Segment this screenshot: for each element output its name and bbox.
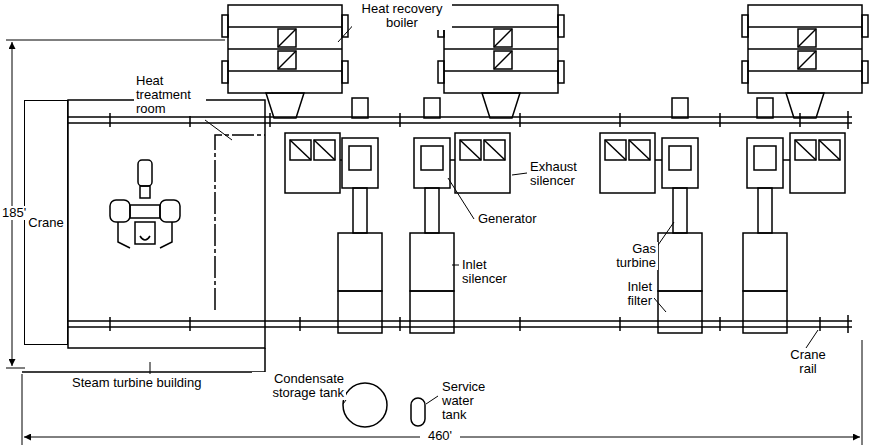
callout-label: Heat recovery boiler xyxy=(352,2,452,30)
callout-label: Steam turbine building xyxy=(70,376,240,390)
callout-label: Heat treatment room xyxy=(134,74,206,116)
callout-label: Service water tank xyxy=(440,380,500,422)
crane-box: Crane xyxy=(24,100,68,345)
callout-label: Crane rail xyxy=(782,348,834,376)
callout-label: Inlet silencer xyxy=(460,258,520,286)
callout-label: 185' xyxy=(0,206,30,220)
callout-label: Gas turbine xyxy=(604,242,658,270)
callout-label: Exhaust silencer xyxy=(528,160,594,188)
callout-label: 460' xyxy=(420,429,460,443)
callout-label: Inlet filter xyxy=(604,280,654,308)
callout-label: Generator xyxy=(476,212,556,226)
callout-label: Condensate storage tank xyxy=(252,372,346,400)
node-text: Crane xyxy=(28,215,63,230)
